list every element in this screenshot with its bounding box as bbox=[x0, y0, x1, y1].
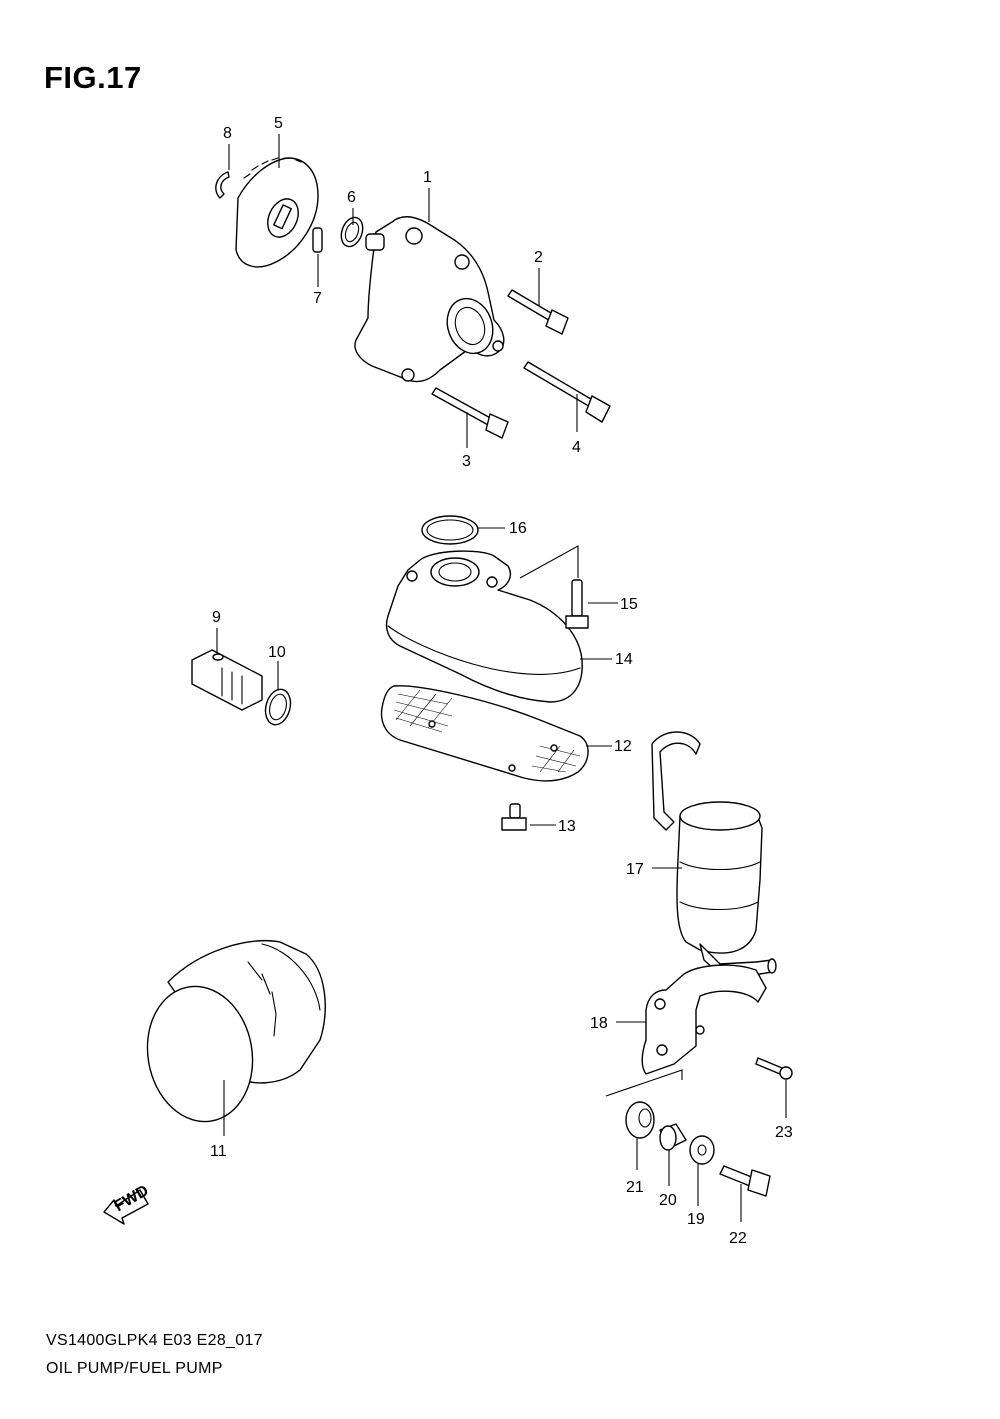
callout-17: 17 bbox=[626, 861, 644, 878]
callout-9: 9 bbox=[212, 609, 221, 626]
callout-2: 2 bbox=[534, 249, 543, 266]
figure-title: FIG.17 bbox=[44, 60, 142, 95]
callout-14: 14 bbox=[615, 651, 633, 668]
callout-6: 6 bbox=[347, 189, 356, 206]
callout-1: 1 bbox=[423, 169, 432, 186]
part-bolt-22 bbox=[719, 1165, 771, 1197]
callout-11: 11 bbox=[210, 1143, 227, 1160]
part-oil-strainer-cover bbox=[385, 550, 583, 703]
part-collar bbox=[659, 1123, 687, 1151]
leader-lines bbox=[216, 134, 787, 1222]
part-fuel-pump bbox=[651, 731, 777, 979]
callout-numbers: 1 2 3 4 5 6 7 8 9 10 11 12 13 14 15 16 1… bbox=[210, 115, 793, 1247]
callout-5: 5 bbox=[274, 115, 283, 132]
part-fuel-pump-bracket bbox=[641, 964, 767, 1075]
part-oil-pressure-plug bbox=[191, 649, 263, 711]
part-oil-filter bbox=[146, 939, 326, 1123]
callout-3: 3 bbox=[462, 453, 471, 470]
part-bolt-3 bbox=[431, 387, 509, 439]
callout-18: 18 bbox=[590, 1015, 608, 1032]
callout-21: 21 bbox=[626, 1179, 644, 1196]
part-bolt-2 bbox=[507, 289, 569, 335]
callout-10: 10 bbox=[268, 644, 286, 661]
callout-23: 23 bbox=[775, 1124, 793, 1141]
fwd-arrow-icon: FWD bbox=[103, 1182, 152, 1225]
part-dowel-pin bbox=[312, 227, 323, 253]
part-oil-pump-body bbox=[354, 216, 505, 383]
part-washer bbox=[689, 1135, 715, 1165]
callout-7: 7 bbox=[313, 290, 322, 307]
part-gasket bbox=[264, 688, 292, 726]
callout-4: 4 bbox=[572, 439, 581, 456]
callout-15: 15 bbox=[620, 596, 638, 613]
part-bolt-13 bbox=[501, 803, 527, 831]
callout-20: 20 bbox=[659, 1192, 677, 1209]
part-circlip bbox=[215, 171, 230, 199]
callout-22: 22 bbox=[729, 1230, 747, 1247]
callout-16: 16 bbox=[509, 520, 527, 537]
diagram-name: OIL PUMP/FUEL PUMP bbox=[46, 1360, 223, 1377]
part-screw-23 bbox=[755, 1057, 793, 1080]
part-oil-strainer-screen bbox=[380, 685, 589, 782]
part-o-ring-small bbox=[340, 216, 364, 248]
part-bolt-15 bbox=[565, 579, 589, 629]
callout-19: 19 bbox=[687, 1211, 705, 1228]
part-o-ring-large bbox=[421, 515, 479, 545]
model-code: VS1400GLPK4 E03 E28_017 bbox=[46, 1332, 263, 1349]
callout-8: 8 bbox=[223, 125, 232, 142]
callout-12: 12 bbox=[614, 738, 632, 755]
part-bolt-4 bbox=[523, 361, 611, 423]
part-grommet bbox=[625, 1101, 655, 1139]
part-oil-pump-gear bbox=[235, 157, 319, 268]
callout-13: 13 bbox=[558, 818, 576, 835]
